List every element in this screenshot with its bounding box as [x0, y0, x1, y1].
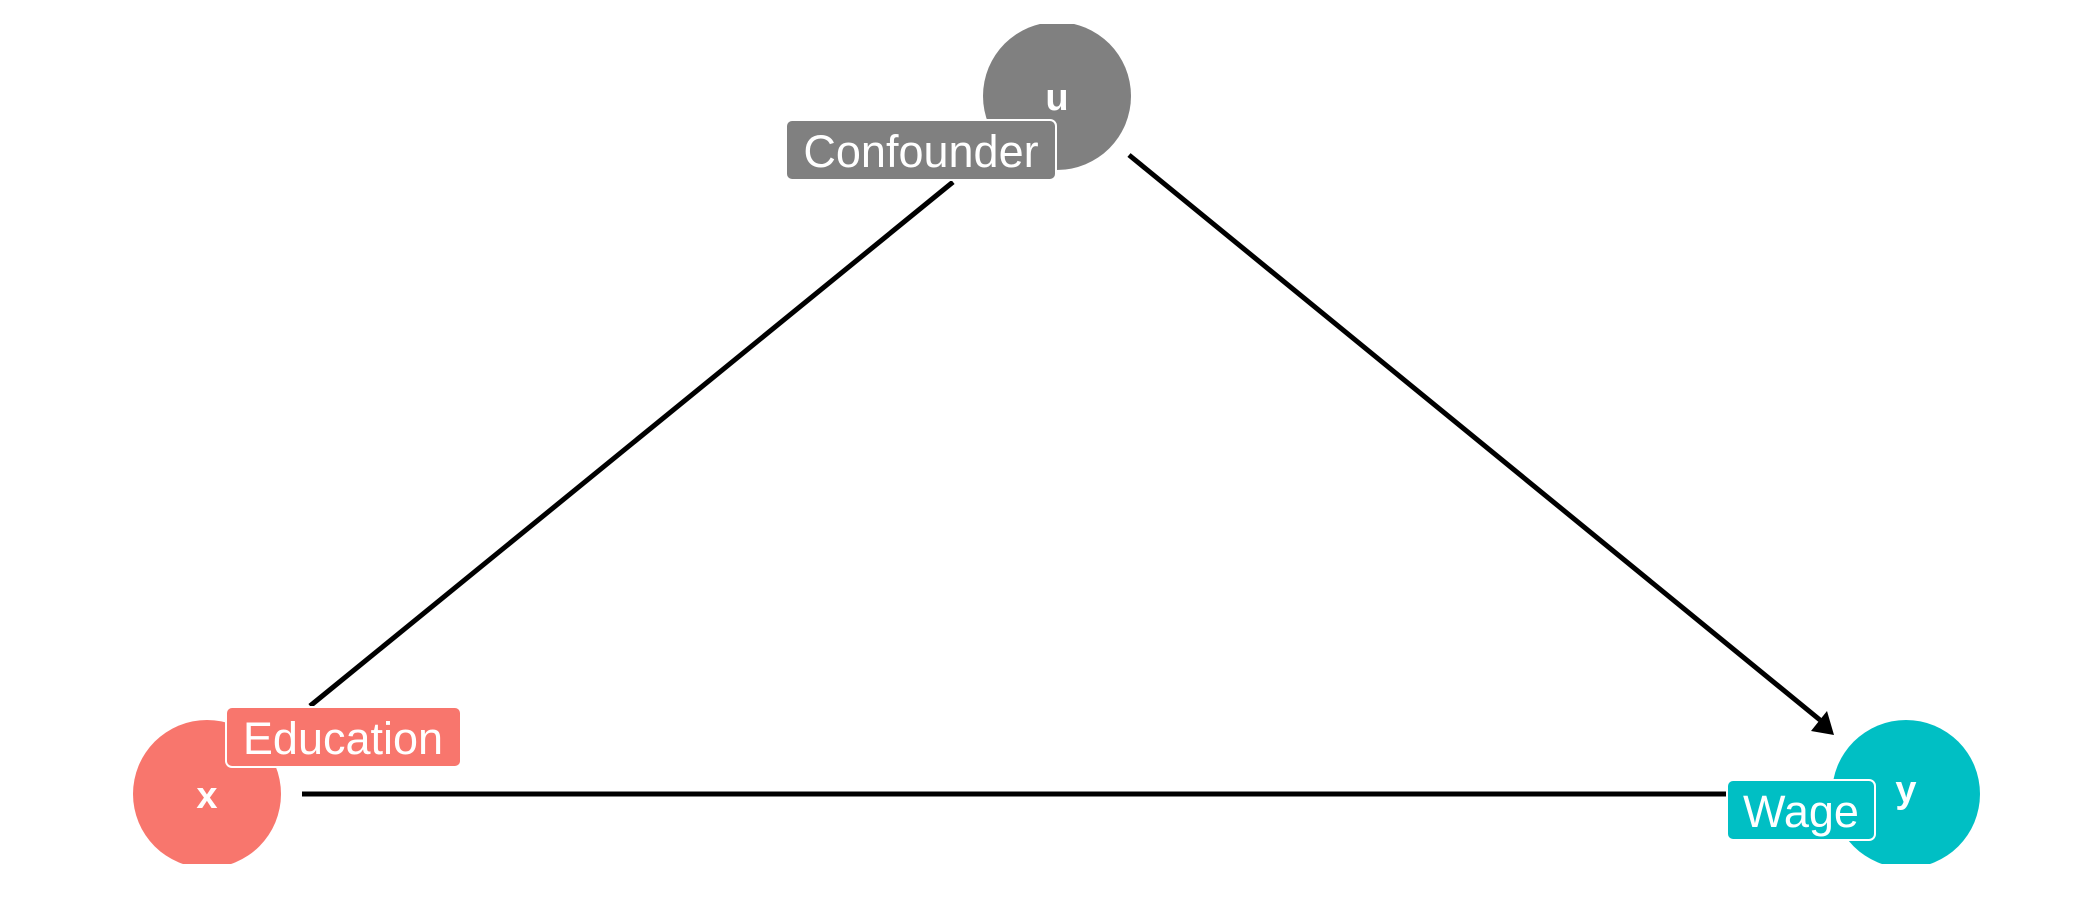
- label-u-box: [785, 119, 1057, 181]
- label-y-box: [1726, 779, 1876, 841]
- node-u-letter: u: [1045, 77, 1068, 119]
- node-y-letter: y: [1895, 769, 1916, 811]
- edge-u-x: [308, 180, 955, 708]
- label-x-text: Education: [243, 713, 443, 764]
- label-y-text: Wage: [1743, 786, 1859, 837]
- label-x: Education: [225, 706, 462, 768]
- edge-u-y: [1127, 153, 1822, 722]
- label-u-text: Confounder: [803, 126, 1038, 177]
- label-u: Confounder: [785, 119, 1057, 181]
- label-y: Wage: [1726, 779, 1876, 841]
- edge-u-y-arrowhead: [1811, 711, 1834, 735]
- node-x-letter: x: [196, 775, 217, 817]
- label-x-box: [225, 706, 462, 768]
